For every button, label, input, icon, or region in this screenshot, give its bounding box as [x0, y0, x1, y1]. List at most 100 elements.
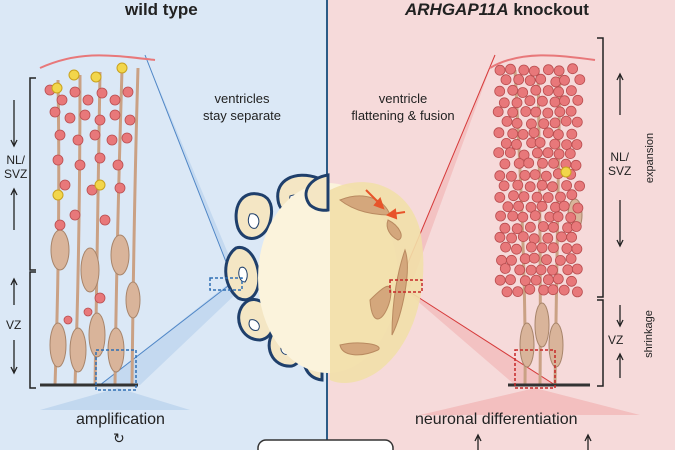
knockout-title: ARHGAP11A knockout	[405, 0, 589, 20]
neuron-cell	[566, 275, 577, 287]
neuron-cell	[549, 138, 561, 150]
neuron-cell	[561, 243, 573, 254]
neuron-cell	[517, 128, 529, 140]
neuron-cell	[566, 128, 578, 140]
neuron-cell	[532, 147, 543, 159]
neuron-cell	[492, 106, 504, 118]
neuron-cell	[548, 242, 559, 254]
wt-projection-upper	[145, 55, 240, 282]
neuron-cell	[535, 264, 547, 276]
neuron-cell	[549, 117, 561, 129]
wt-ventricle-note-line1: ventricles	[214, 91, 270, 106]
wt-bottom-spread	[40, 388, 190, 410]
neuron-cell	[498, 97, 510, 109]
neuron-cell	[574, 74, 586, 85]
bottom-center-box	[257, 439, 394, 450]
neuron-cell	[538, 118, 550, 129]
neuron-cell	[572, 286, 583, 298]
neuron-cell	[571, 116, 583, 128]
ko-guide-line-2	[409, 291, 556, 386]
neuron-cell	[541, 254, 552, 266]
neuron-cell	[524, 283, 536, 295]
neuron-cell	[524, 181, 536, 193]
wt-ventricle-note: ventricles stay separate	[192, 90, 292, 124]
neuron-cell	[571, 139, 583, 150]
wt-projection-lower	[100, 284, 240, 385]
neuron-cell	[536, 200, 548, 212]
neuron-cell	[542, 192, 554, 203]
neuron-cell	[505, 170, 517, 182]
neuron-cell	[571, 263, 583, 275]
neuron-cell	[506, 232, 518, 244]
neuron-cell	[543, 64, 554, 76]
wt-ventricle-callout	[209, 277, 243, 291]
ko-zone-svz: SVZ	[608, 164, 632, 178]
ko-shrinkage-label: shrinkage	[642, 310, 655, 358]
neuron-cell	[519, 253, 531, 265]
neuron-cell	[511, 223, 523, 235]
neuron-cell	[517, 87, 529, 98]
neuron-cell	[511, 138, 522, 150]
neuron-cell	[502, 201, 514, 213]
neuron-cell	[500, 74, 512, 86]
neuron-cell	[507, 210, 519, 222]
neuron-cell	[558, 284, 570, 296]
ko-zone-vz: VZ	[608, 333, 624, 347]
neuron-cell	[547, 181, 558, 193]
neuron-cell	[565, 212, 577, 223]
neuron-cell	[537, 221, 549, 232]
neuron-cell	[517, 231, 529, 243]
wt-ventricle-inner	[304, 173, 330, 212]
neuron-cell	[558, 200, 570, 212]
wild-type-title: wild type	[125, 0, 198, 19]
neuron-cell	[528, 252, 540, 264]
neuron-cell	[566, 189, 578, 201]
wt-guide-line-1	[144, 54, 231, 273]
neuron-cell	[507, 84, 519, 96]
wt-zone-nl: NL/	[6, 153, 26, 167]
ko-projection-upper	[400, 55, 495, 288]
neuron-cell	[518, 149, 530, 161]
neuron-cell	[507, 128, 519, 140]
neuron-cell	[511, 117, 523, 129]
neuron-cell	[561, 180, 572, 191]
neuron-cell	[530, 84, 542, 96]
neuron-cell	[512, 179, 524, 191]
neuron-cell	[495, 210, 507, 222]
neuron-cell	[519, 169, 531, 181]
neuron-cell	[553, 148, 565, 160]
neuron-cell	[528, 127, 540, 139]
neuron-cell	[556, 231, 567, 243]
neuron-cell	[499, 263, 511, 274]
ko-fused-ventricle	[330, 182, 424, 383]
neuron-cell	[494, 85, 506, 97]
neuron-cell	[494, 231, 506, 243]
neuron-cell	[572, 202, 584, 214]
neuron-cell	[564, 148, 576, 160]
neuron-cell	[520, 106, 532, 117]
neuron-cell	[542, 85, 554, 96]
neuron-cell	[518, 64, 530, 76]
neuron-cell	[504, 147, 516, 159]
neuron-cell	[570, 221, 582, 232]
neuron-cell	[525, 201, 537, 213]
neuron-cell	[494, 191, 506, 203]
wt-cortex	[39, 54, 156, 391]
gene-name: ARHGAP11A	[405, 0, 509, 19]
neuron-cell	[553, 86, 564, 98]
neuron-cell	[566, 85, 577, 96]
neuron-cell	[542, 147, 554, 159]
neuron-cell	[547, 284, 559, 296]
neuron-cell	[555, 254, 566, 266]
neuron-cell	[524, 95, 536, 107]
neuron-cell	[565, 253, 577, 265]
neuron-cell	[517, 211, 529, 223]
ko-ventricle-note: ventricle flattening & fusion	[338, 90, 468, 124]
neuron-cell	[523, 157, 535, 169]
neuron-cell	[574, 180, 585, 192]
wt-guide-line-2	[99, 285, 229, 386]
neuron-cell	[501, 116, 513, 127]
neuron-cell	[559, 74, 570, 86]
neuron-cell	[513, 74, 525, 85]
ko-expansion-label: expansion	[644, 132, 657, 184]
